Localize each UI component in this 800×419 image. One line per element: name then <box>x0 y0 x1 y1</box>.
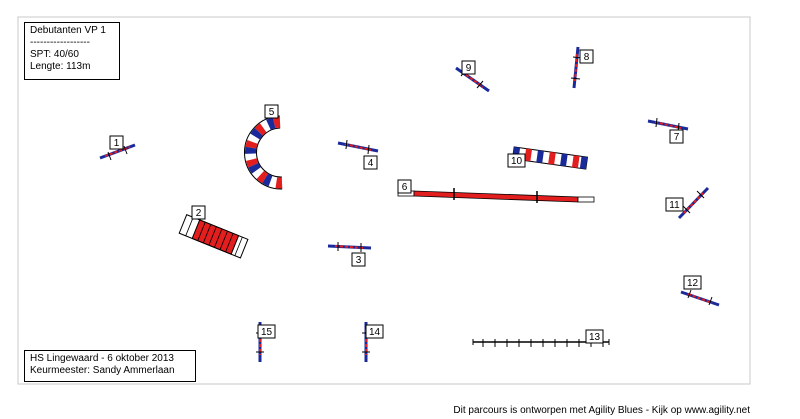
number-label: 8 <box>584 52 590 63</box>
number-label: 12 <box>687 278 699 289</box>
obstacle-1-hurdle <box>99 143 136 161</box>
course-title: Debutanten VP 1 <box>30 25 106 36</box>
event-name: HS Lingewaard - 6 oktober 2013 <box>30 353 174 364</box>
number-label: 3 <box>356 255 362 266</box>
number-box-11: 11 <box>665 197 684 212</box>
number-label: 14 <box>369 327 381 338</box>
obstacle-12-hurdle <box>680 289 720 307</box>
number-box-9: 9 <box>461 60 476 75</box>
obstacle-3-hurdle <box>327 242 372 252</box>
number-box-14: 14 <box>365 324 384 339</box>
course-info-box: Debutanten VP 1 ------------------ SPT: … <box>24 22 120 80</box>
number-box-1: 1 <box>109 135 124 150</box>
number-box-15: 15 <box>257 324 276 339</box>
spt-value: SPT: 40/60 <box>30 49 79 60</box>
number-box-7: 7 <box>669 129 684 144</box>
number-box-10: 10 <box>507 153 526 168</box>
number-label: 9 <box>466 63 472 74</box>
number-box-4: 4 <box>363 155 378 170</box>
number-label: 7 <box>674 132 680 143</box>
number-label: 2 <box>196 208 202 219</box>
info-separator: ------------------ <box>30 37 90 48</box>
obstacle-5-tunnel <box>244 115 283 190</box>
judge-name: Keurmeester: Sandy Ammerlaan <box>30 365 175 376</box>
number-label: 1 <box>114 138 120 149</box>
number-label: 4 <box>368 158 374 169</box>
obstacle-2-table <box>178 214 249 259</box>
number-label: 11 <box>669 200 680 211</box>
number-box-13: 13 <box>585 329 604 344</box>
obstacle-11-hurdle <box>677 186 710 220</box>
event-info-box: HS Lingewaard - 6 oktober 2013 Keurmeest… <box>24 350 196 382</box>
number-label: 15 <box>261 327 273 338</box>
number-box-5: 5 <box>264 104 279 119</box>
number-label: 13 <box>589 332 601 343</box>
number-box-8: 8 <box>579 49 594 64</box>
number-box-6: 6 <box>397 179 412 194</box>
number-label: 6 <box>402 182 408 193</box>
course-length: Lengte: 113m <box>30 61 91 72</box>
number-label: 5 <box>269 107 275 118</box>
obstacle-4-hurdle <box>337 139 379 155</box>
number-box-12: 12 <box>683 275 702 290</box>
number-box-2: 2 <box>191 205 206 220</box>
footer-credit: Dit parcours is ontworpen met Agility Bl… <box>453 405 750 416</box>
field-border <box>17 16 751 385</box>
number-box-3: 3 <box>351 252 366 267</box>
number-label: 10 <box>511 156 523 167</box>
